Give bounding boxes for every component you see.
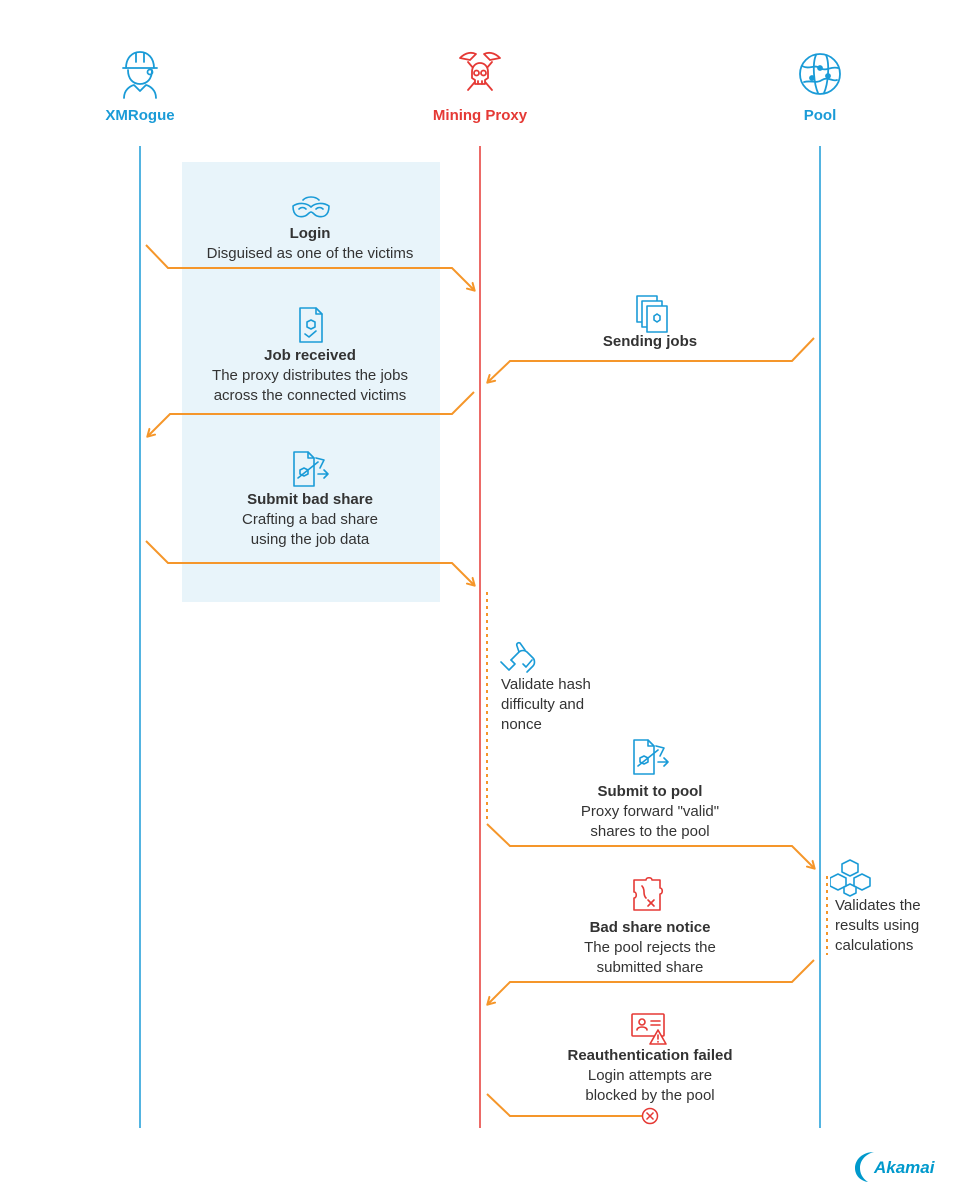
step-submit-to-pool: Submit to pool Proxy forward "valid" sha… <box>540 782 760 842</box>
step-login-line-1: Disguised as one of the victims <box>206 245 414 262</box>
step-validates-results-line-2: results using <box>835 917 920 934</box>
hand-check-icon <box>500 641 536 673</box>
step-bad-share-notice: Bad share notice The pool rejects the su… <box>540 918 760 978</box>
step-sending-jobs: Sending jobs <box>560 332 740 352</box>
step-validate-hash-line-1: Validate hash <box>501 676 591 693</box>
step-validate-hash-line-2: difficulty and <box>501 696 585 713</box>
step-login: Login Disguised as one of the victims <box>180 224 440 264</box>
step-validates-results-line-3: calculations <box>835 937 914 954</box>
failed-x-icon <box>641 1107 659 1125</box>
actor-label-xmrogue: XMRogue <box>105 107 175 124</box>
skull-pickaxe-icon <box>459 51 501 91</box>
step-submit-bad-share-line-2: using the job data <box>250 531 370 548</box>
step-validates-results: Validates the results using calculations <box>835 896 955 956</box>
step-validate-hash-line-3: nonce <box>501 716 542 733</box>
blocks-icon <box>830 859 871 897</box>
puzzle-error-icon <box>633 876 664 911</box>
step-reauth-failed-title: Reauthentication failed <box>567 1047 733 1064</box>
step-validate-hash: Validate hash difficulty and nonce <box>501 675 641 735</box>
step-bad-share-notice-line-1: The pool rejects the <box>584 939 716 956</box>
akamai-logo: Akamai <box>852 1148 942 1184</box>
document-check-icon <box>299 307 323 343</box>
step-submit-bad-share-title: Submit bad share <box>247 491 373 508</box>
step-submit-to-pool-line-1: Proxy forward "valid" <box>580 803 720 820</box>
hardhat-worker-icon <box>122 51 158 99</box>
step-bad-share-notice-line-2: submitted share <box>596 959 704 976</box>
actor-label-pool: Pool <box>803 107 837 124</box>
step-bad-share-notice-title: Bad share notice <box>589 919 711 936</box>
akamai-logo-icon <box>855 1152 874 1182</box>
step-reauth-failed-line-2: blocked by the pool <box>585 1087 715 1104</box>
globe-network-icon <box>799 53 841 95</box>
step-submit-to-pool-line-2: shares to the pool <box>590 823 710 840</box>
document-transfer-icon <box>293 451 329 487</box>
mask-icon <box>292 196 330 218</box>
step-validates-results-line-1: Validates the <box>835 897 921 914</box>
arrow-job-received <box>146 391 475 438</box>
akamai-logo-text: Akamai <box>874 1158 935 1177</box>
step-submit-bad-share: Submit bad share Crafting a bad share us… <box>180 490 440 550</box>
arrow-bad-share-notice <box>486 959 815 1006</box>
actor-label-mining-proxy: Mining Proxy <box>432 107 528 124</box>
step-submit-to-pool-title: Submit to pool <box>597 783 703 800</box>
step-sending-jobs-title: Sending jobs <box>602 333 698 350</box>
arrow-submit-bad-share <box>145 540 476 587</box>
step-job-received-line-1: The proxy distributes the jobs <box>212 367 408 384</box>
documents-icon <box>636 295 668 333</box>
arrow-login <box>145 244 476 292</box>
id-card-warning-icon <box>631 1013 667 1045</box>
arrow-submit-to-pool <box>486 823 816 870</box>
step-reauth-failed: Reauthentication failed Login attempts a… <box>530 1046 770 1106</box>
step-job-received-line-2: across the connected victims <box>213 387 407 404</box>
highlight-panel <box>182 162 440 602</box>
step-submit-bad-share-line-1: Crafting a bad share <box>242 511 378 528</box>
step-job-received: Job received The proxy distributes the j… <box>180 346 440 406</box>
step-reauth-failed-line-1: Login attempts are <box>587 1067 713 1084</box>
step-job-received-title: Job received <box>264 347 356 364</box>
document-transfer-icon-2 <box>633 739 669 775</box>
step-login-title: Login <box>289 225 331 242</box>
arrow-sending-jobs <box>486 337 815 384</box>
arrow-reauth-failed <box>486 1093 642 1117</box>
